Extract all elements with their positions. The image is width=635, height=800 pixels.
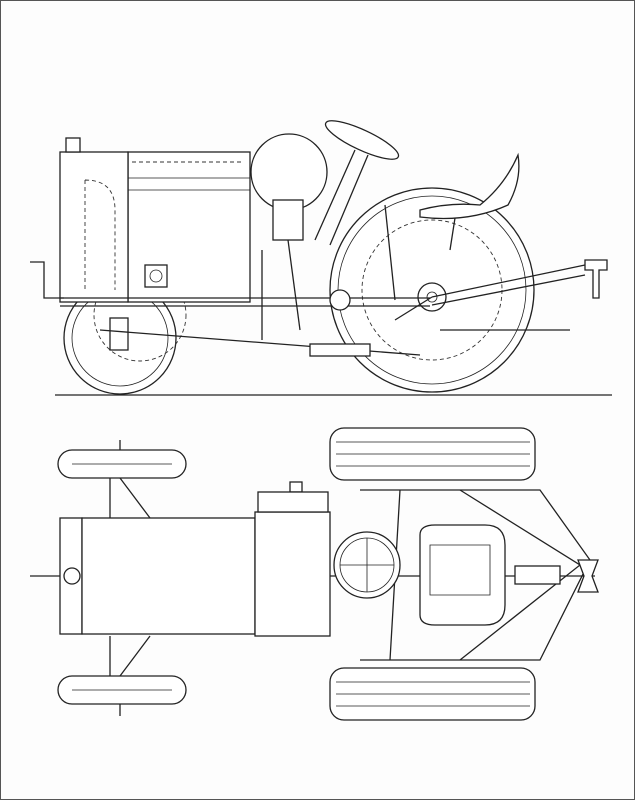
side-view <box>30 120 612 396</box>
fuel-tank-side <box>250 133 328 241</box>
spring <box>309 343 371 357</box>
frame-side <box>60 204 608 357</box>
front-wheels-top <box>57 440 187 716</box>
radiator-side <box>59 151 129 303</box>
cowl-top <box>254 511 331 637</box>
drawbar-spring <box>514 565 561 585</box>
rear-wheel-side <box>329 187 535 393</box>
radiator-cap <box>65 137 81 153</box>
crank-handle <box>30 261 64 299</box>
hitch <box>584 259 608 299</box>
top-view <box>30 427 599 721</box>
rear-wheels-top <box>329 427 536 721</box>
engine-hood-side <box>30 137 251 303</box>
steering-wheel-top <box>333 531 401 599</box>
hitch-top <box>577 559 599 593</box>
gauge <box>144 264 168 288</box>
seat-side <box>419 152 520 251</box>
hood-top <box>30 481 331 637</box>
steering-side <box>314 120 400 246</box>
seat-top <box>419 524 506 626</box>
drawbar <box>431 264 586 298</box>
